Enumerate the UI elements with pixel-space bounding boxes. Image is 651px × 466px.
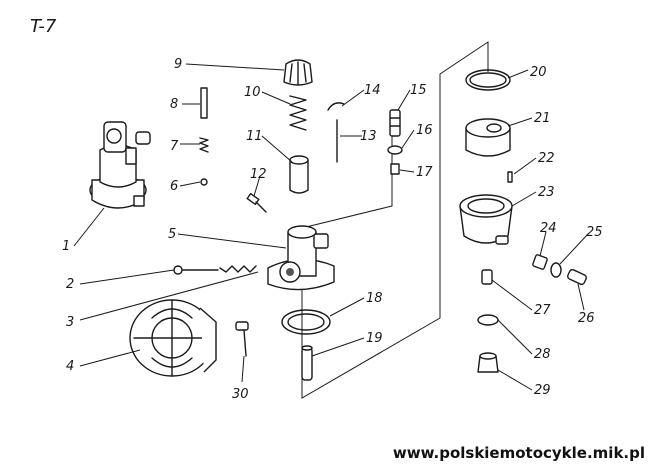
assembly-frame-line — [301, 41, 489, 399]
part-25-washer — [550, 262, 562, 278]
part-29-drain-plug — [477, 352, 499, 373]
callout-7: 7 — [170, 139, 179, 154]
callout-5: 5 — [168, 227, 176, 242]
part-5-carburettor-body — [267, 225, 335, 291]
callout-18: 18 — [366, 291, 383, 306]
callout-24: 24 — [540, 221, 557, 236]
part-1-float-chamber — [89, 121, 151, 209]
part-12-screw — [246, 192, 267, 213]
part-21-float — [465, 118, 511, 157]
part-2-screw — [173, 265, 219, 275]
callout-23: 23 — [538, 185, 555, 200]
callout-28: 28 — [534, 347, 551, 362]
part-20-ring — [465, 69, 511, 91]
diagram-title: T-7 — [30, 16, 57, 37]
part-27-jet — [481, 269, 493, 285]
part-3-spring — [219, 265, 257, 273]
part-26-banjo-bolt — [567, 268, 587, 286]
callout-13: 13 — [360, 129, 377, 144]
part-24-fitting — [532, 254, 548, 270]
callout-9: 9 — [174, 57, 182, 72]
callout-10: 10 — [244, 85, 261, 100]
part-8-needle — [200, 87, 208, 119]
part-22-float-needle — [507, 171, 513, 183]
callout-8: 8 — [170, 97, 178, 112]
callout-26: 26 — [578, 311, 595, 326]
callout-15: 15 — [410, 83, 427, 98]
callout-14: 14 — [364, 83, 381, 98]
watermark-url: www.polskiemotocykle.mik.pl — [392, 444, 645, 462]
callout-17: 17 — [416, 165, 433, 180]
part-6-clip — [200, 178, 208, 186]
callout-12: 12 — [250, 167, 267, 182]
part-9-cap — [283, 59, 313, 86]
part-19-jet — [301, 345, 313, 381]
part-14-clip — [327, 102, 345, 111]
callout-30: 30 — [232, 387, 249, 402]
part-30-screw — [235, 321, 249, 357]
callout-6: 6 — [170, 179, 178, 194]
callout-20: 20 — [530, 65, 547, 80]
callout-11: 11 — [246, 129, 263, 144]
part-7-spring — [199, 137, 209, 153]
part-10-spring — [289, 95, 307, 131]
part-16-washer — [387, 145, 403, 155]
part-28-washer — [477, 314, 499, 326]
callout-25: 25 — [586, 225, 603, 240]
callout-4: 4 — [66, 359, 74, 374]
part-4-air-filter — [129, 299, 217, 377]
part-11-throttle-slide — [289, 155, 309, 194]
callout-19: 19 — [366, 331, 383, 346]
callout-3: 3 — [66, 315, 74, 330]
callout-16: 16 — [416, 123, 433, 138]
part-18-gasket — [281, 309, 331, 335]
part-15-nipple — [389, 109, 401, 137]
callout-2: 2 — [66, 277, 74, 292]
leader-lines — [73, 63, 589, 391]
callout-29: 29 — [534, 383, 551, 398]
part-17-screw — [390, 163, 400, 175]
callout-numbers: 1 2 3 4 5 6 7 8 9 10 11 12 13 14 15 16 1… — [62, 57, 603, 402]
callout-1: 1 — [62, 239, 70, 254]
callout-27: 27 — [534, 303, 551, 318]
callout-22: 22 — [538, 151, 555, 166]
callout-21: 21 — [534, 111, 551, 126]
part-23-float-bowl — [459, 194, 513, 245]
